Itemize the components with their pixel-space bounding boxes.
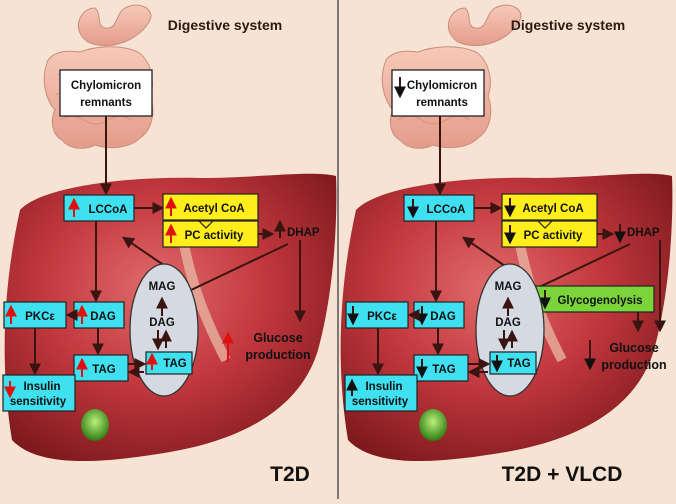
pkc-label-right: PKCε (367, 311, 397, 323)
acetyl-label-left: Acetyl CoA (183, 203, 244, 215)
pc-box-right (501, 220, 598, 248)
tag-ld-label-left: TAG (163, 358, 186, 370)
glucose-line2-left: production (245, 348, 310, 362)
chylomicron-line1-right: Chylomicron (407, 80, 477, 92)
dag-ld-label-right: DAG (495, 317, 521, 329)
insulin-line2-left: sensitivity (10, 396, 67, 408)
footer-right: T2D + VLCD (502, 463, 623, 486)
insulin-line2-right: sensitivity (352, 396, 409, 408)
arrow-ld-lccoa-right (462, 236, 506, 267)
mag-label-left: MAG (149, 281, 176, 293)
glucose-line1-right: Glucose (609, 341, 658, 355)
chylomicron-box-left (59, 69, 153, 117)
acetyl-pc-link-left (197, 219, 215, 229)
dag-ld-label-left: DAG (149, 317, 175, 329)
chylomicron-line1-left: Chylomicron (71, 80, 141, 92)
panel-right: Digestive system Chylomicron remnants LC… (340, 4, 673, 486)
chylomicron-box-right (391, 69, 485, 117)
header-left: Digestive system (168, 17, 282, 33)
acetyl-box-right (501, 193, 598, 221)
insulin-line1-right: Insulin (365, 381, 402, 393)
tag-label-left: TAG (92, 364, 115, 376)
chylomicron-line2-left: remnants (80, 97, 132, 109)
pc-label-left: PC activity (185, 230, 244, 242)
pc-box-left (162, 220, 259, 248)
acetyl-label-right: Acetyl CoA (522, 203, 583, 215)
chylomicron-line2-right: remnants (416, 97, 468, 109)
acetyl-box-left (162, 193, 259, 221)
glucose-line1-left: Glucose (253, 331, 302, 345)
gallbladder-illustration-right (419, 409, 447, 441)
mag-label-right: MAG (495, 281, 522, 293)
dhap-label-right: DHAP (627, 227, 660, 239)
tag-ld-label-right: TAG (507, 358, 530, 370)
insulin-line1-left: Insulin (23, 381, 60, 393)
arrow-ld-lccoa-left (122, 236, 166, 267)
gallbladder-illustration (81, 409, 109, 441)
dag-label-left: DAG (90, 311, 116, 323)
header-right: Digestive system (511, 17, 625, 33)
pkc-label-left: PKCε (25, 311, 55, 323)
glycogenolysis-label-right: Glycogenolysis (557, 295, 642, 307)
dhap-label-left: DHAP (287, 227, 320, 239)
dag-label-right: DAG (430, 311, 456, 323)
tag-label-right: TAG (432, 364, 455, 376)
footer-left: T2D (270, 463, 310, 486)
panel-left: Digestive system Chylomicron remnants LC… (2, 4, 337, 486)
glucose-line2-right: production (601, 358, 666, 372)
lccoa-label-left: LCCoA (89, 204, 128, 216)
pc-label-right: PC activity (524, 230, 583, 242)
acetyl-pc-link-right (536, 219, 554, 229)
lccoa-label-right: LCCoA (427, 204, 466, 216)
